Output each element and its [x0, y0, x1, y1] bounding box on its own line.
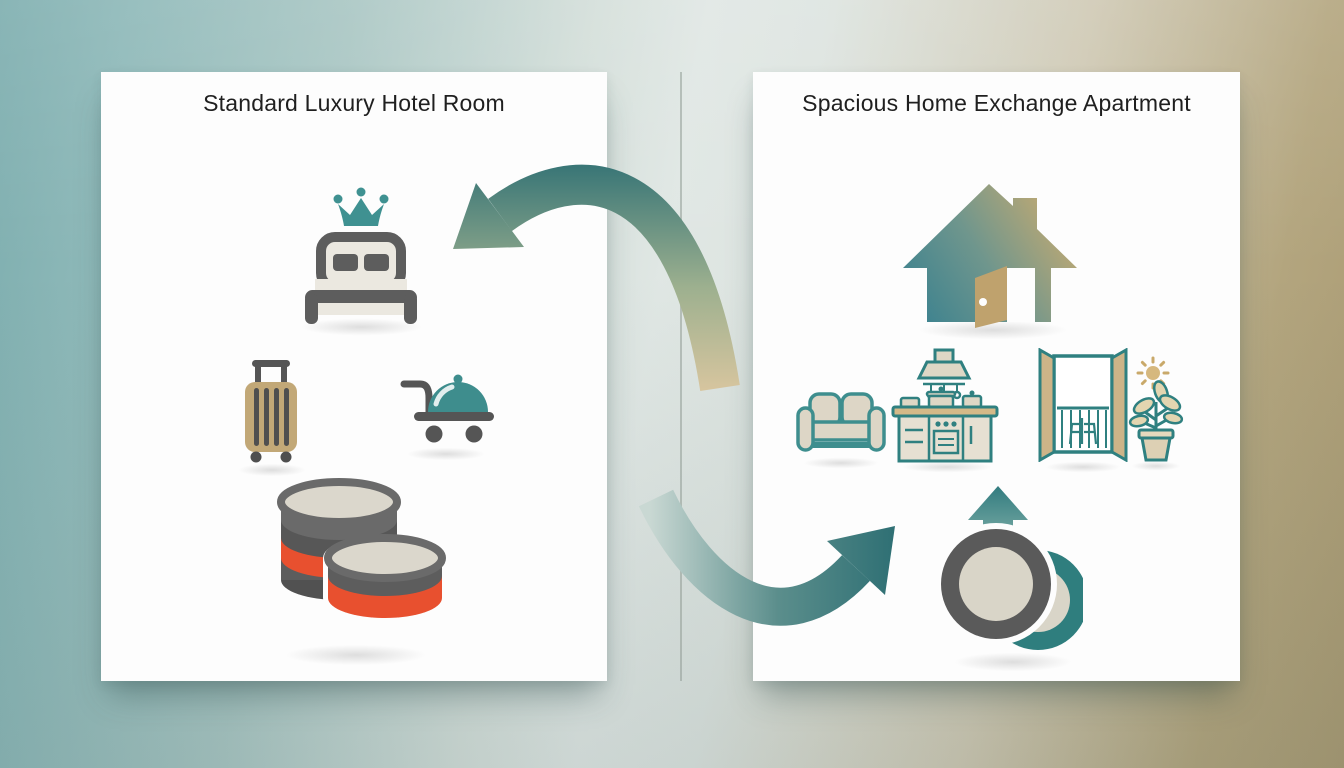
hotel-card-title: Standard Luxury Hotel Room	[203, 90, 505, 116]
bed-shadow	[284, 316, 439, 338]
coin-stack-icon	[261, 474, 453, 654]
coins-shadow	[266, 642, 446, 668]
room-service-cart-icon	[394, 360, 496, 452]
hotel-room-card: Standard Luxury Hotel Room	[101, 72, 607, 681]
home-card-title: Spacious Home Exchange Apartment	[802, 90, 1191, 116]
cart-shadow	[396, 446, 496, 462]
house-open-door-icon	[891, 178, 1095, 330]
kitchen-icon	[891, 348, 1003, 466]
crowned-bed-icon	[291, 182, 431, 327]
potted-plant-icon	[1125, 380, 1187, 464]
plates-shadow	[938, 650, 1088, 674]
kitchen-shadow	[889, 460, 1005, 474]
balcony-doors-icon	[1036, 348, 1130, 462]
plant-shadow	[1125, 460, 1187, 472]
center-divider-line	[680, 72, 682, 681]
plates-upgrade-icon	[931, 474, 1083, 666]
home-exchange-card: Spacious Home Exchange Apartment	[753, 72, 1240, 681]
suitcase-icon	[234, 354, 308, 466]
sofa-icon	[795, 388, 887, 460]
suitcase-shadow	[229, 462, 315, 478]
sofa-shadow	[793, 456, 889, 470]
balcony-shadow	[1035, 460, 1131, 474]
